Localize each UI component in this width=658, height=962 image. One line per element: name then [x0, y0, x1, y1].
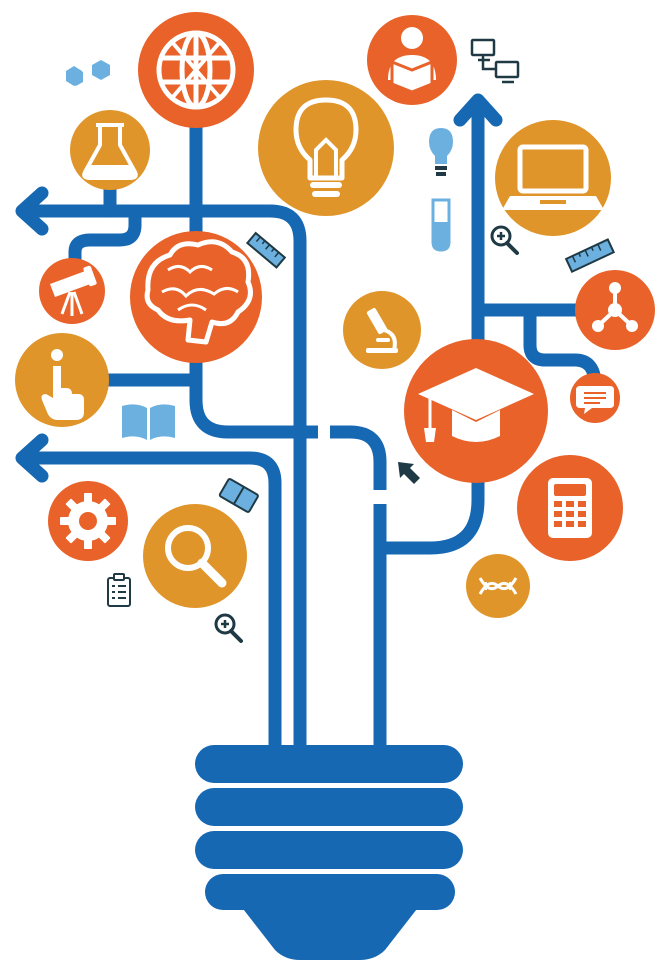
arrowheads — [15, 93, 503, 483]
cursor-icon — [398, 462, 420, 484]
small-bulb-icon — [429, 128, 453, 176]
pipe-network — [17, 103, 622, 757]
arrowhead-lower-left — [15, 433, 49, 483]
arrowhead-up-right — [453, 93, 503, 127]
calculator-icon — [517, 455, 623, 561]
reader-icon — [367, 15, 457, 105]
pipe-lower-left — [17, 451, 282, 757]
molecule-icon — [575, 270, 655, 350]
pipe-telescope — [68, 204, 142, 272]
zoom-in-icon — [490, 225, 519, 255]
ruler-icon — [564, 238, 616, 273]
gear-icon — [48, 481, 128, 561]
network-icon — [470, 38, 520, 84]
bulb-base — [195, 745, 463, 960]
graduation-cap-icon — [404, 339, 548, 483]
magnifier-icon — [143, 504, 247, 608]
hexagons-icon — [66, 60, 110, 86]
pipe-gaps — [318, 424, 388, 504]
pipe-right-main — [378, 103, 485, 555]
laptop-icon — [495, 120, 611, 236]
ruler-icon — [245, 231, 287, 269]
microscope-icon — [343, 291, 421, 369]
test-tube-icon — [431, 198, 451, 252]
pointer-hand-icon — [15, 333, 109, 427]
flask-icon — [70, 110, 150, 190]
pipe-chat — [523, 303, 602, 392]
clipboard-icon — [107, 573, 131, 607]
book-icon — [218, 478, 259, 513]
dna-icon — [466, 554, 530, 618]
arrowhead-upper-left — [15, 186, 49, 236]
pipe-brain-trunk — [189, 113, 387, 757]
telescope-icon — [39, 258, 105, 324]
brain-icon — [130, 231, 262, 363]
globe-icon — [138, 12, 254, 128]
pipe-upper-left — [17, 204, 307, 757]
lightbulb-icon — [258, 80, 394, 216]
zoom-in-icon — [214, 613, 243, 643]
book-icon — [122, 404, 175, 440]
chat-icon — [570, 373, 620, 423]
